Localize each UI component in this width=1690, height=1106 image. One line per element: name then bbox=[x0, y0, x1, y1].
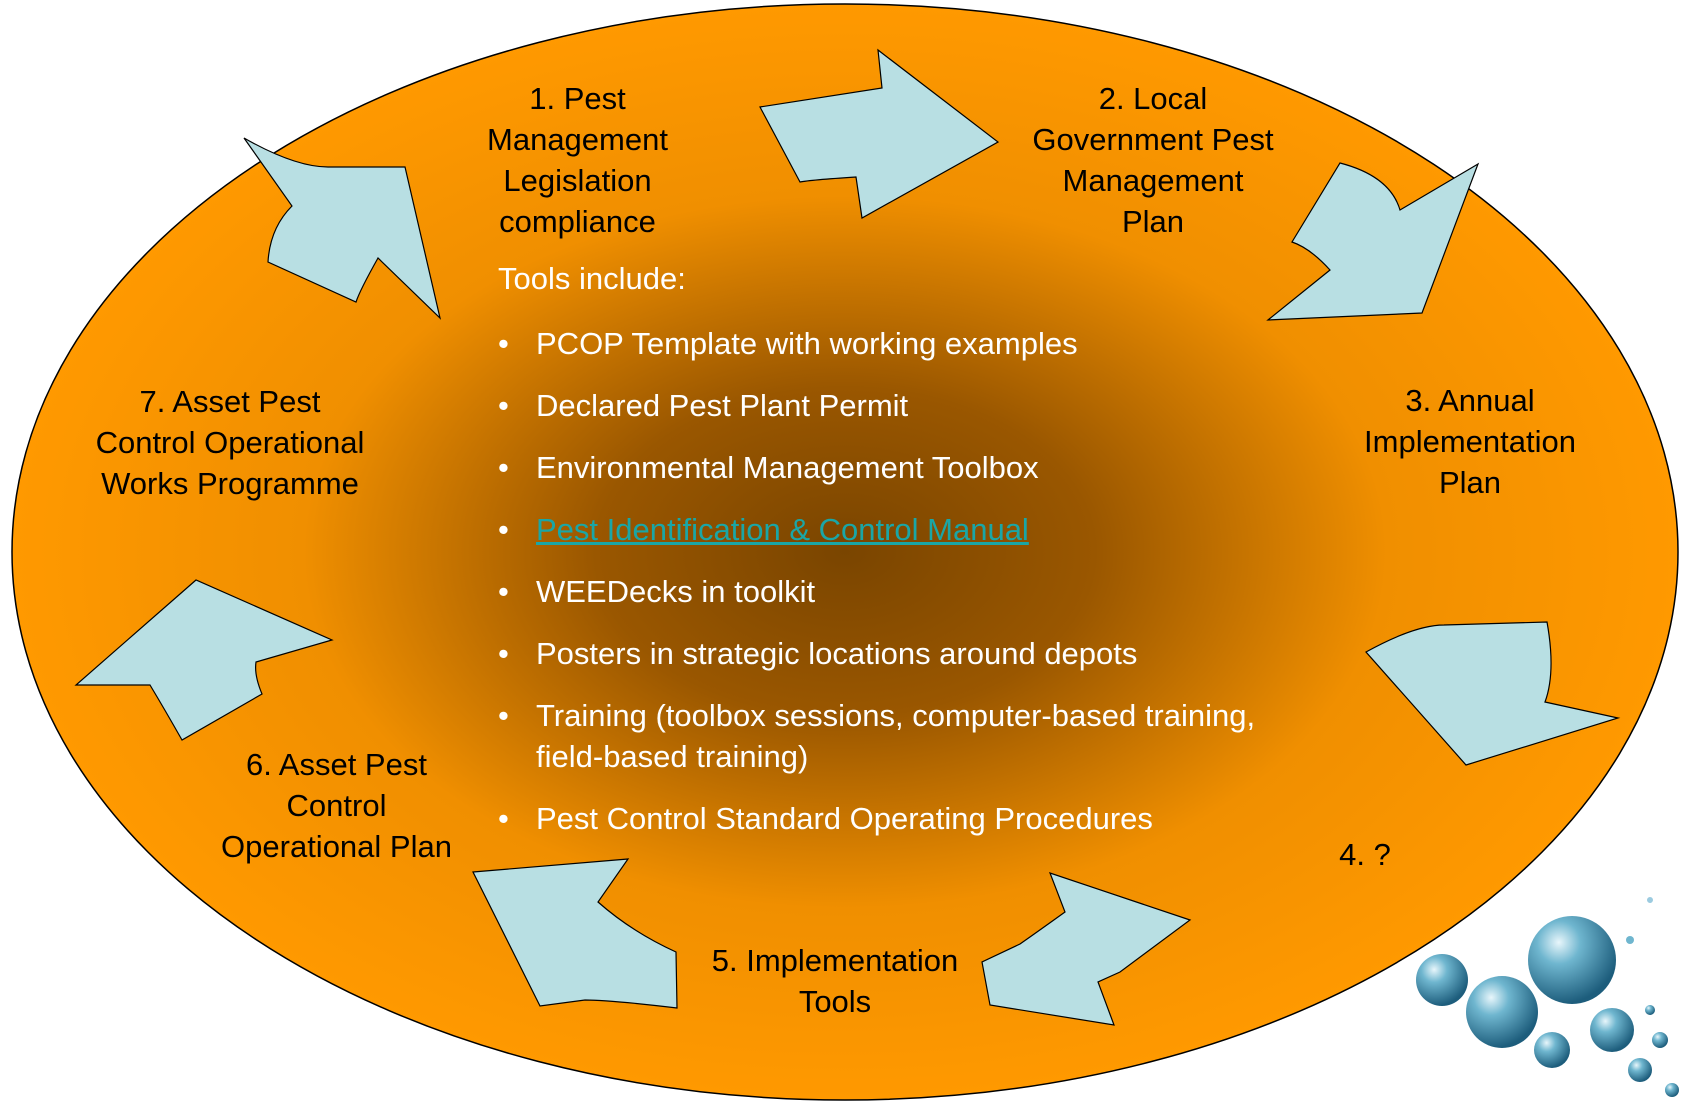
step-3-line: Implementation bbox=[1364, 424, 1576, 459]
tool-item-text: WEEDecks in toolkit bbox=[536, 574, 816, 609]
step-1-line: Legislation bbox=[503, 163, 652, 198]
tool-item: • Environmental Management Toolbox bbox=[498, 447, 1258, 488]
tool-item: • Declared Pest Plant Permit bbox=[498, 385, 1258, 426]
tools-intro: Tools include: bbox=[498, 261, 686, 296]
step-7-line: 7. Asset Pest bbox=[139, 384, 321, 419]
tool-item: • Posters in strategic locations around d… bbox=[498, 633, 1258, 674]
step-6-label: 6. Asset Pest Control Operational Plan bbox=[195, 744, 478, 867]
tool-item: • Pest Control Standard Operating Procedu… bbox=[498, 798, 1258, 839]
step-2-line: Management bbox=[1062, 163, 1244, 198]
bullet: • bbox=[498, 636, 509, 671]
step-4-line: 4. ? bbox=[1339, 837, 1391, 872]
step-2-line: Government Pest bbox=[1032, 122, 1274, 157]
bullet: • bbox=[498, 326, 509, 361]
step-5-label: 5. Implementation Tools bbox=[675, 940, 995, 1022]
tool-item-text: Declared Pest Plant Permit bbox=[536, 388, 909, 423]
step-2-line: Plan bbox=[1121, 204, 1185, 239]
bullet: • bbox=[498, 450, 509, 485]
step-5-line: Tools bbox=[798, 984, 872, 1019]
step-5-line: 5. Implementation bbox=[711, 943, 959, 978]
step-7-label: 7. Asset Pest Control Operational Works … bbox=[70, 381, 390, 504]
arrow-7-to-1 bbox=[243, 137, 442, 320]
step-2-label: 2. Local Government Pest Management Plan bbox=[1008, 78, 1298, 242]
water-bubbles-icon bbox=[1416, 897, 1679, 1097]
tool-item-text: Training (toolbox sessions, computer-bas… bbox=[536, 698, 1256, 774]
step-3-line: Plan bbox=[1438, 465, 1502, 500]
bullet: • bbox=[498, 574, 509, 609]
tool-item-link[interactable]: • Pest Identification & Control Manual bbox=[498, 509, 1258, 550]
pest-manual-link[interactable]: Pest Identification & Control Manual bbox=[536, 512, 1029, 547]
arrow-1-to-2 bbox=[759, 48, 1000, 219]
bullet: • bbox=[498, 388, 509, 423]
arrow-2-to-3 bbox=[1266, 162, 1480, 321]
tool-item: • Training (toolbox sessions, computer-ba… bbox=[498, 695, 1258, 777]
tool-item-text: Pest Control Standard Operating Procedur… bbox=[536, 801, 1153, 836]
tool-list: • PCOP Template with working examples • De… bbox=[498, 323, 1258, 860]
step-1-label: 1. Pest Management Legislation complianc… bbox=[460, 78, 695, 242]
step-7-line: Works Programme bbox=[101, 466, 359, 501]
step-3-label: 3. Annual Implementation Plan bbox=[1330, 380, 1610, 503]
step-1-line: compliance bbox=[499, 204, 656, 239]
bullet: • bbox=[498, 698, 509, 733]
step-7-line: Control Operational bbox=[95, 425, 365, 460]
step-6-line: Control bbox=[286, 788, 387, 823]
arrow-4-to-5 bbox=[981, 872, 1192, 1026]
arrow-3-to-4 bbox=[1365, 621, 1621, 766]
arrow-5-to-6 bbox=[472, 858, 678, 1009]
bullet: • bbox=[498, 801, 509, 836]
step-1-line: Management bbox=[487, 122, 668, 157]
tool-item-text: Environmental Management Toolbox bbox=[536, 450, 1039, 485]
tool-item: • WEEDecks in toolkit bbox=[498, 571, 1258, 612]
tool-item-text: Posters in strategic locations around de… bbox=[536, 636, 1138, 671]
bullet: • bbox=[498, 512, 509, 547]
tool-item-text: PCOP Template with working examples bbox=[536, 326, 1078, 361]
step-4-label: 4. ? bbox=[1325, 834, 1405, 875]
arrow-6-to-7 bbox=[74, 579, 334, 741]
step-3-line: 3. Annual bbox=[1405, 383, 1535, 418]
step-1-line: 1. Pest bbox=[529, 81, 626, 116]
step-6-line: Operational Plan bbox=[221, 829, 452, 864]
tool-item: • PCOP Template with working examples bbox=[498, 323, 1258, 364]
step-6-line: 6. Asset Pest bbox=[246, 747, 427, 782]
step-2-line: 2. Local bbox=[1098, 81, 1208, 116]
